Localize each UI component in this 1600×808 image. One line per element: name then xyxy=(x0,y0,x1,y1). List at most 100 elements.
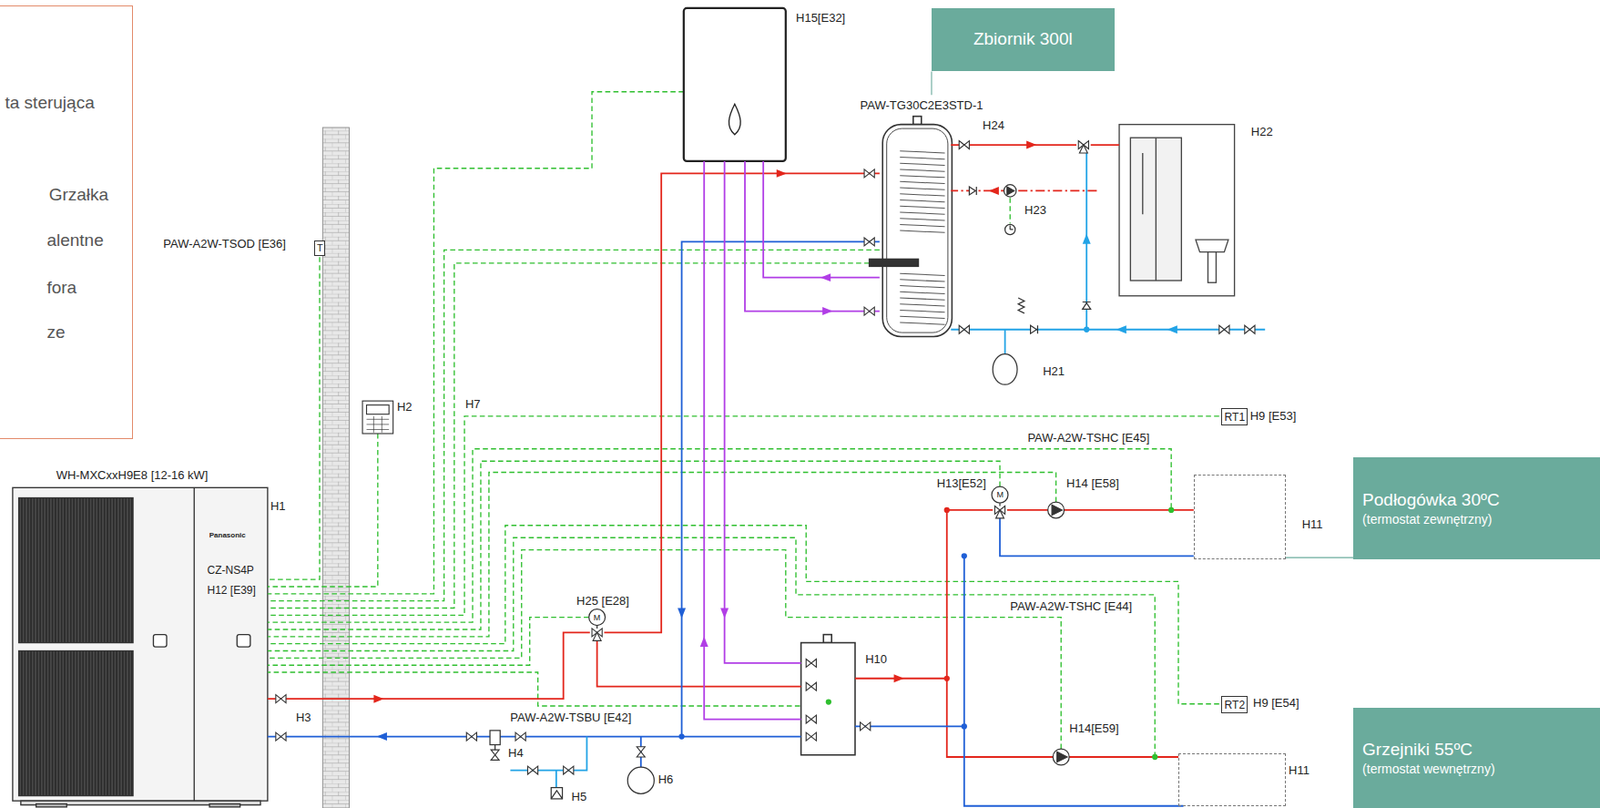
pipe-cold-water xyxy=(509,152,1265,788)
valve-symbol xyxy=(563,765,574,775)
leader-line xyxy=(930,71,932,95)
node-title: Grzejniki 55ºC xyxy=(1362,738,1591,762)
generated-symbols xyxy=(275,141,1255,775)
junction-dot xyxy=(1083,326,1090,333)
pipe-supply xyxy=(947,509,993,511)
heat-pump-unit xyxy=(209,804,241,807)
callout-box: Zbiornik 300l xyxy=(931,8,1115,72)
dhw-tank xyxy=(882,124,952,337)
callout-label: H1 xyxy=(270,499,286,514)
wall-chimney xyxy=(322,127,349,808)
shower-bathroom xyxy=(1155,137,1157,281)
control-wire xyxy=(267,91,684,594)
coil-winding xyxy=(899,224,945,226)
shower-bathroom xyxy=(1119,124,1235,296)
control-wire xyxy=(267,448,1172,622)
valve-symbol xyxy=(527,765,538,775)
hydraulic-fittings xyxy=(1005,224,1016,235)
pipe-boiler-circuit xyxy=(703,161,880,720)
node-title: Zbiornik 300l xyxy=(973,28,1073,51)
flow-arrow xyxy=(894,673,905,683)
control-wire xyxy=(267,256,320,580)
flow-arrow xyxy=(1167,325,1178,334)
hydraulic-fittings xyxy=(998,502,1000,506)
coil-winding xyxy=(899,175,945,178)
coil-winding xyxy=(899,285,945,288)
callout-label: H6 xyxy=(658,773,674,787)
pipe-return xyxy=(964,555,1184,806)
callout-label: H14 [E58] xyxy=(1066,477,1120,491)
dhw-tank xyxy=(913,116,922,125)
hydraulic-fittings xyxy=(968,186,977,195)
junction-dot xyxy=(825,698,832,704)
coil-winding xyxy=(899,187,945,190)
hydraulic-fittings xyxy=(1082,302,1091,310)
valve-symbol xyxy=(515,732,526,741)
room-controller xyxy=(366,416,390,433)
flow-arrow xyxy=(677,607,686,618)
flow-arrow xyxy=(377,732,388,741)
valve-symbol xyxy=(805,658,816,667)
valve-symbol xyxy=(805,682,816,691)
leader-connector xyxy=(1285,556,1354,558)
valve-symbol xyxy=(864,306,875,316)
heat-pump-unit xyxy=(12,487,268,807)
hydraulic-fittings xyxy=(1052,748,1070,765)
control-wire xyxy=(267,91,1220,757)
pipe-cold-water xyxy=(1004,329,1007,355)
shower-bathroom xyxy=(1195,239,1229,252)
callout-label: H3 xyxy=(295,711,312,725)
hydraulic-fittings xyxy=(550,790,562,799)
node-title: ta sterująca xyxy=(4,92,94,113)
pipe-cold-water xyxy=(950,328,1265,331)
pipe-supply xyxy=(1007,509,1194,511)
node-subtitle: Grzałka xyxy=(49,184,109,205)
control-wire xyxy=(267,460,1000,630)
heat-pump-unit xyxy=(36,804,68,807)
leader-line xyxy=(930,71,932,95)
control-wire xyxy=(267,525,1220,704)
callout-label: H7 xyxy=(465,397,481,412)
callout-label: PAW-A2W-TSBU [E42] xyxy=(509,711,632,725)
node-subtitle: fora xyxy=(46,277,77,298)
hydraulic-fittings xyxy=(1018,297,1025,314)
node-subtitle: alentne xyxy=(46,230,103,251)
coil-winding xyxy=(899,279,945,282)
valve-symbol xyxy=(490,749,500,760)
heat-pump-unit xyxy=(152,634,167,647)
flow-arrow xyxy=(1026,141,1037,150)
callout-label: H9 [E54] xyxy=(1253,696,1300,711)
node-title: Podłogówka 30ºC xyxy=(1362,489,1591,512)
valve-symbol xyxy=(1244,325,1255,334)
pipe-return xyxy=(855,725,965,728)
hydraulic-fittings xyxy=(1003,184,1016,197)
junction-dot xyxy=(961,723,968,729)
three-way-port xyxy=(1079,144,1088,153)
valve-symbol xyxy=(864,169,875,178)
valve-symbol xyxy=(860,722,871,731)
coil-winding xyxy=(899,200,945,203)
coil-winding xyxy=(899,304,945,306)
pipe-supply xyxy=(947,509,1179,757)
hydraulic-fittings xyxy=(1051,504,1062,515)
control-wire xyxy=(267,416,1220,615)
junction-dot xyxy=(961,552,968,559)
boiler xyxy=(683,8,786,162)
junction-dot xyxy=(1168,507,1174,513)
hydraulic-fittings xyxy=(1030,325,1039,334)
callout-label: H12 [E39] xyxy=(206,584,255,598)
heat-pump-unit xyxy=(12,487,268,801)
hydraulic-fittings xyxy=(596,625,598,629)
heat-pump-unit xyxy=(236,634,251,647)
control-wire xyxy=(267,537,1155,757)
valve-symbol xyxy=(805,714,816,724)
motor-letter: M xyxy=(996,489,1004,500)
callout-label: H21 xyxy=(1042,365,1065,379)
coil-winding xyxy=(899,163,945,165)
three-way-port xyxy=(592,631,602,641)
callout-label: PAW-A2W-TSOD [E36] xyxy=(163,237,286,252)
coil-winding xyxy=(899,315,945,318)
dhw-tank xyxy=(886,128,948,333)
